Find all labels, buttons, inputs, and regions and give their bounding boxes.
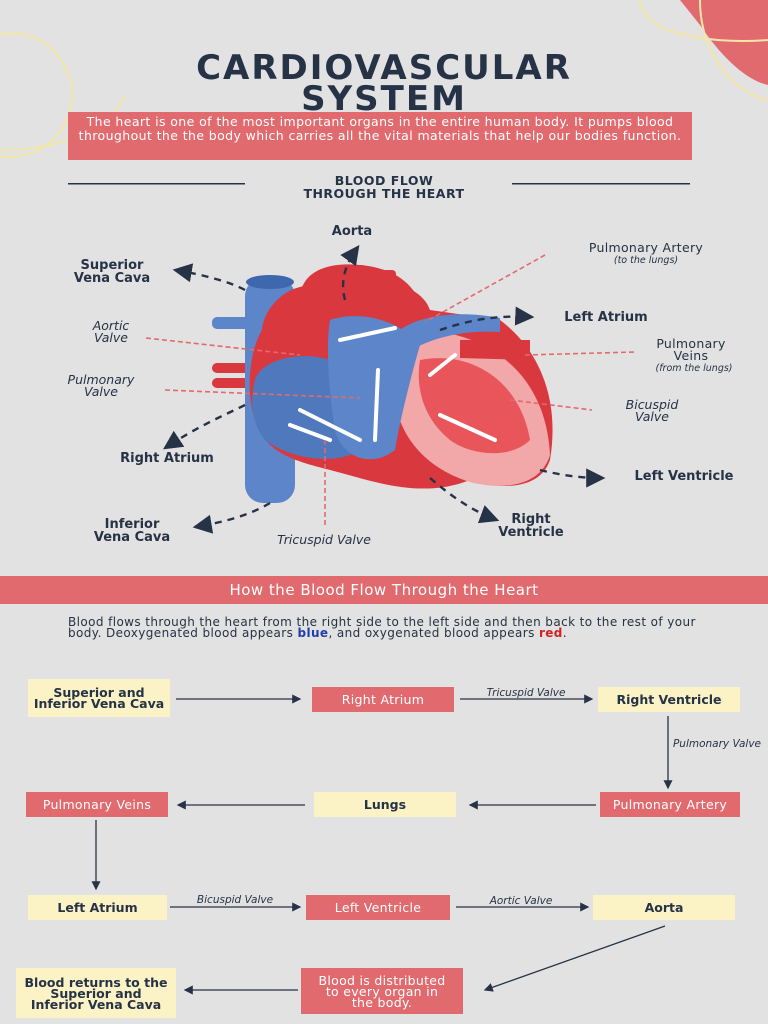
label-pulmonary-artery-note: (to the lungs) (613, 255, 679, 266)
word-red: red (538, 625, 563, 640)
label-inferior-vena-cava: Inferior Vena Cava (93, 517, 171, 545)
edge-label-tricuspid-valve: Tricuspid Valve (486, 687, 566, 699)
label-pulmonary-veins-note: (from the lungs) (655, 363, 733, 374)
heart-illustration (212, 264, 553, 503)
label-right-ventricle: Right Ventricle (498, 512, 564, 540)
label-aortic-valve: Aortic Valve (92, 318, 130, 345)
node-left-ventricle: Left Ventricle (306, 895, 450, 920)
edge-label-pulmonary-valve: Pulmonary Valve (672, 738, 762, 750)
node-left-atrium: Left Atrium (28, 895, 167, 920)
node-right-ventricle: Right Ventricle (598, 687, 740, 712)
node-pulmonary-artery: Pulmonary Artery (600, 792, 740, 817)
edge-label-bicuspid-valve: Bicuspid Valve (196, 894, 274, 906)
label-pulmonary-valve: Pulmonary Valve (67, 372, 135, 399)
label-right-atrium: Right Atrium (120, 451, 214, 466)
page-title-line2: SYSTEM (301, 79, 467, 119)
label-bicuspid-valve: Bicuspid Valve (625, 397, 679, 424)
flow-description: Blood flows through the heart from the r… (68, 615, 696, 640)
node-lungs: Lungs (314, 792, 456, 817)
label-pulmonary-artery: Pulmonary Artery (588, 240, 704, 255)
word-blue: blue (297, 625, 329, 640)
label-pulmonary-veins: Pulmonary Veins (656, 336, 726, 363)
node-aorta: Aorta (593, 895, 735, 920)
label-tricuspid-valve: Tricuspid Valve (277, 532, 371, 547)
edge-label-aortic-valve: Aortic Valve (489, 895, 553, 907)
page-title-line1: CARDIOVASCULAR (196, 48, 572, 88)
node-blood-distributed: Blood is distributed to every organ in t… (301, 968, 463, 1014)
label-left-atrium: Left Atrium (564, 310, 648, 325)
flow-section-banner: How the Blood Flow Through the Heart (0, 576, 768, 604)
diagram-subtitle-line1: BLOOD FLOW (334, 173, 434, 188)
node-pulmonary-veins: Pulmonary Veins (26, 792, 168, 817)
node-blood-returns: Blood returns to the Superior and Inferi… (16, 968, 176, 1018)
label-left-ventricle: Left Ventricle (634, 469, 734, 484)
diagram-subtitle-line2: THROUGH THE HEART (303, 186, 465, 201)
label-aorta: Aorta (331, 224, 373, 239)
intro-text: The heart is one of the most important o… (68, 112, 692, 160)
label-superior-vena-cava: Superior Vena Cava (73, 258, 151, 286)
node-right-atrium: Right Atrium (312, 687, 454, 712)
corner-swirl-top-right (639, 0, 768, 101)
node-superior-inferior-vena-cava: Superior and Inferior Vena Cava (28, 679, 170, 717)
